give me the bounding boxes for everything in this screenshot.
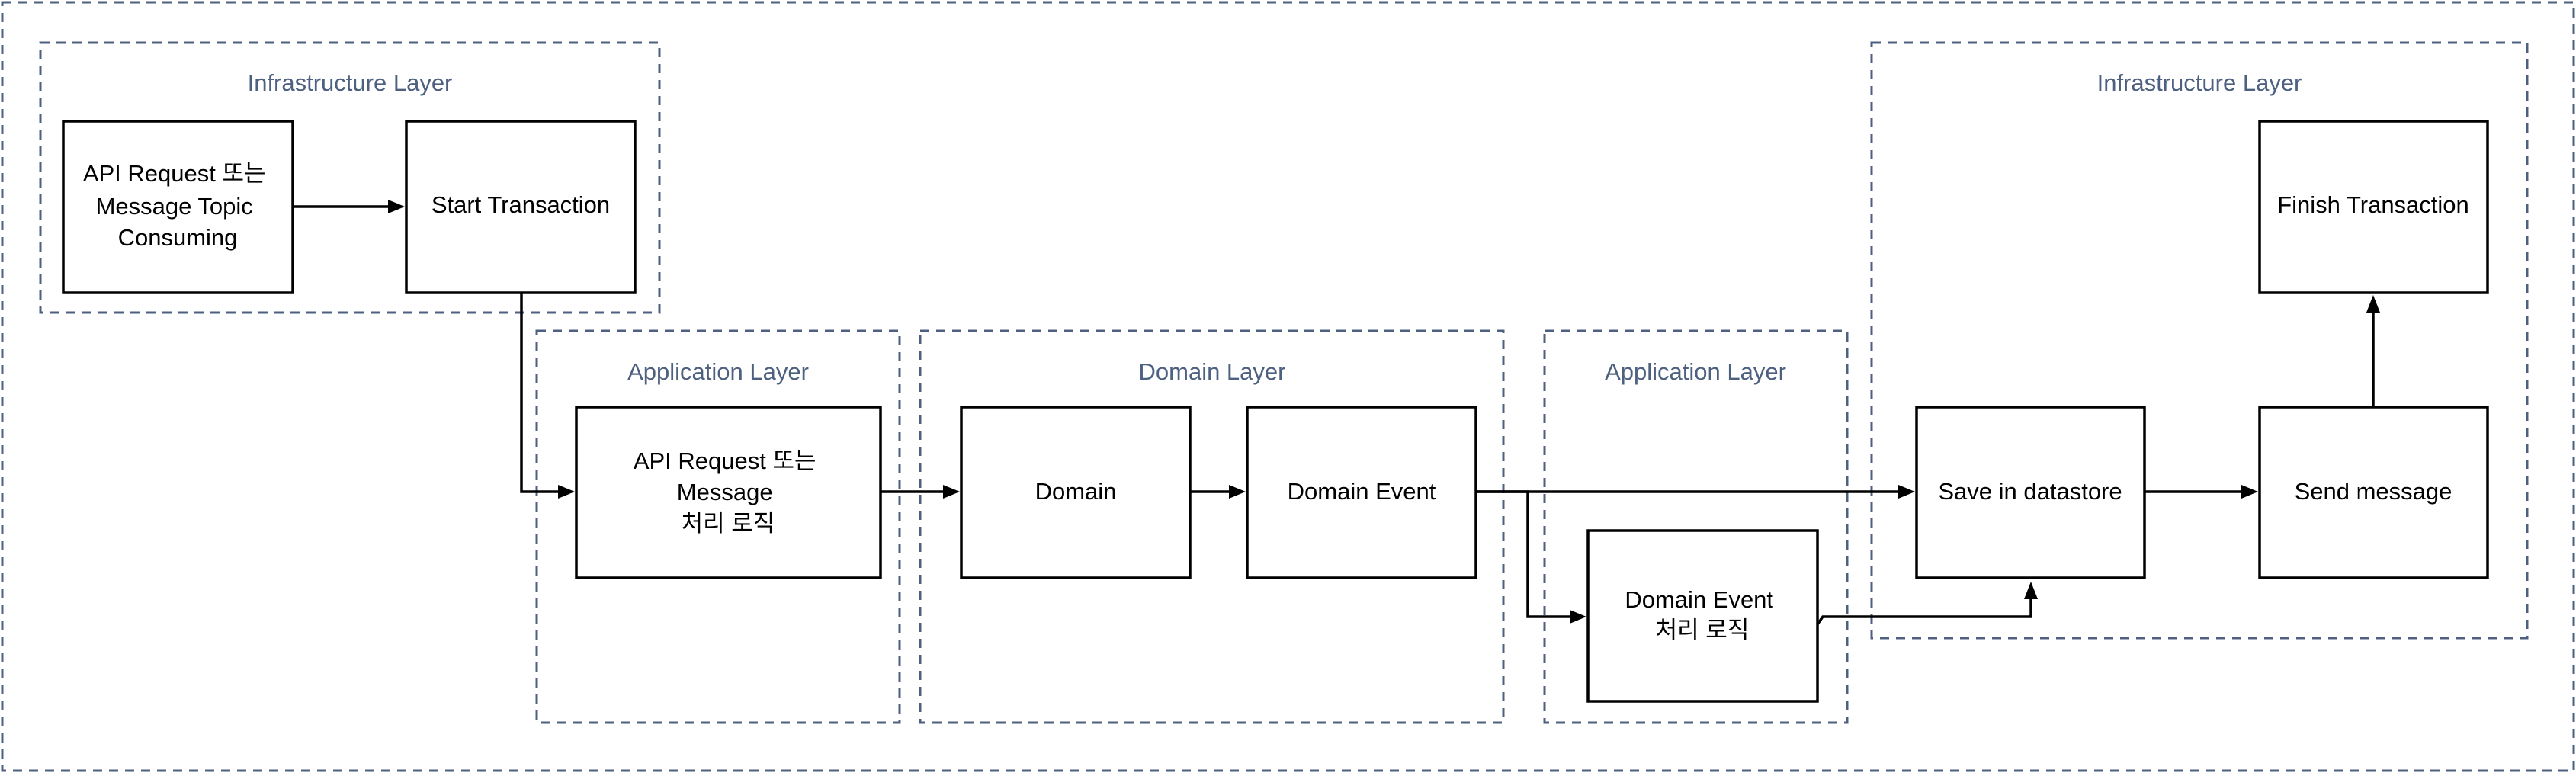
group-label-application-left: Application Layer xyxy=(627,358,809,385)
node-send-message: Send message xyxy=(2258,406,2489,579)
group-label-application-right: Application Layer xyxy=(1605,358,1786,385)
arrowhead xyxy=(2241,485,2258,499)
svg-text:Finish Transaction: Finish Transaction xyxy=(2277,191,2469,218)
node-domain-label: Domain xyxy=(1035,478,1117,505)
group-domain: Domain Layer xyxy=(919,329,1505,724)
arrowhead xyxy=(1898,485,1915,499)
arrowhead xyxy=(388,200,405,213)
arrowhead xyxy=(943,485,960,499)
node-start-transaction: Start Transaction xyxy=(405,120,637,294)
svg-text:Domain Event 처리 로직: Domain Event 처리 로직 xyxy=(1625,586,1779,643)
node-api-request-line1: API Request 또는 xyxy=(83,160,266,187)
svg-text:Send message: Send message xyxy=(2295,478,2452,505)
edge-logic-to-save xyxy=(1816,599,2032,626)
node-domain-event-label: Domain Event xyxy=(1288,478,1436,505)
node-domain-event-logic-line1: Domain Event xyxy=(1625,586,1773,613)
node-domain: Domain xyxy=(960,406,1192,579)
node-api-logic: API Request 또는 Message 처리 로직 xyxy=(575,406,882,579)
node-save-datastore: Save in datastore xyxy=(1915,406,2146,579)
group-infrastructure-left: Infrastructure Layer xyxy=(39,41,661,314)
svg-text:Domain Event: Domain Event xyxy=(1288,478,1436,505)
node-domain-event-logic: Domain Event 처리 로직 xyxy=(1586,529,1819,703)
node-finish-transaction-label: Finish Transaction xyxy=(2277,191,2469,218)
edges xyxy=(293,200,2380,626)
edge-start-to-api-logic xyxy=(520,293,559,493)
arrowhead xyxy=(2024,582,2038,599)
node-domain-event: Domain Event xyxy=(1246,406,1477,579)
node-api-request-line2: Message Topic xyxy=(96,193,253,220)
group-label-domain: Domain Layer xyxy=(1139,358,1286,385)
group-application-left: Application Layer xyxy=(535,329,901,724)
node-finish-transaction: Finish Transaction xyxy=(2258,120,2489,294)
node-domain-event-logic-line2: 처리 로직 xyxy=(1656,617,1750,643)
svg-text:API Request 또는 Message T: API Request 또는 Message Topic Consuming xyxy=(83,160,272,251)
node-api-logic-line3: 처리 로직 xyxy=(682,510,775,537)
arrowhead xyxy=(1229,485,1246,499)
node-save-datastore-label: Save in datastore xyxy=(1938,478,2122,505)
node-api-logic-line2: Message xyxy=(677,479,773,505)
group-label-infrastructure-right: Infrastructure Layer xyxy=(2097,69,2302,96)
svg-text:Start Transaction: Start Transaction xyxy=(431,191,610,218)
svg-text:Domain: Domain xyxy=(1035,478,1117,505)
node-start-transaction-label: Start Transaction xyxy=(431,191,610,218)
group-label-infrastructure-left: Infrastructure Layer xyxy=(248,69,453,96)
node-api-request-line3: Consuming xyxy=(118,224,238,251)
node-api-request: API Request 또는 Message Topic Consuming xyxy=(62,120,294,294)
node-api-logic-line1: API Request 또는 xyxy=(634,447,816,474)
svg-text:API Request 또는 Message: API Request 또는 Message 처리 로직 xyxy=(634,447,823,537)
svg-text:Save in datastore: Save in datastore xyxy=(1938,478,2122,505)
arrowhead xyxy=(2366,295,2380,313)
node-send-message-label: Send message xyxy=(2295,478,2452,505)
edge-domain-event-to-logic xyxy=(1476,490,1570,618)
group-application-right: Application Layer xyxy=(1543,329,1849,724)
arrowhead xyxy=(558,485,575,499)
group-infrastructure-right: Infrastructure Layer xyxy=(1870,41,2529,640)
arrowhead xyxy=(1570,610,1586,624)
